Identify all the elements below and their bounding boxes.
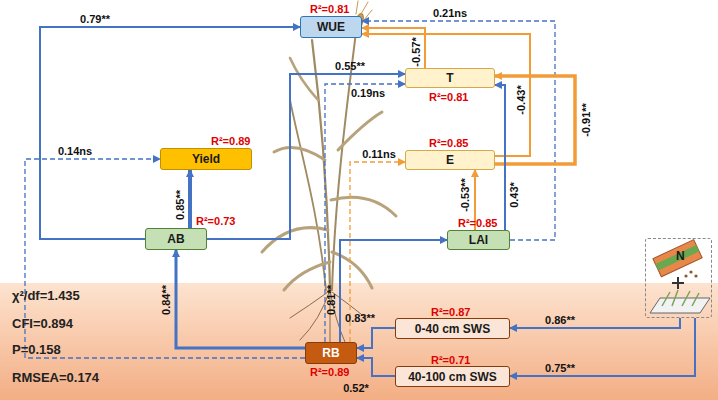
node-label: 40-100 cm SWS [408,370,497,384]
path-coefficient: 0.11ns [362,148,396,160]
node-label: 0-40 cm SWS [415,322,490,336]
plant-leaf [274,148,325,161]
path-coefficient: 0.55** [335,60,365,72]
node-label: N [676,249,685,263]
variable-box: YieldR²=0.89 [160,148,252,170]
path-coefficient: 0.83** [345,312,375,324]
r-squared-label: R²=0.87 [431,306,470,318]
path-arrow [188,170,192,228]
path-arrow [176,250,305,348]
path-arrow [362,34,530,156]
plant-leaf [331,197,396,216]
path-coefficient: 0.21ns [433,7,467,19]
variable-box: WUER²=0.81 [300,16,362,38]
plant-leaf [290,58,318,100]
path-coefficient: -0.53** [459,178,471,212]
fertilizer-grain [689,270,692,273]
path-arrow [495,76,575,164]
fit-statistic: CFI=0.894 [12,316,73,331]
path-arrow [362,28,425,68]
r-squared-label: R²=0.85 [458,217,497,229]
node-label: LAI [469,233,488,247]
path-coefficient: -0.43* [515,85,527,114]
r-squared-label: R²=0.89 [310,366,349,378]
path-arrow [495,85,505,230]
plant-leaf [332,252,372,288]
path-coefficient: 0.19ns [351,87,385,99]
node-label: Yield [192,152,220,166]
path-arrow [510,318,680,328]
variable-box: ER²=0.85 [405,150,495,170]
straw-stalk [662,290,699,306]
node-label: E [446,153,454,167]
fertilizer-grain [684,274,687,277]
path-coefficient: 0.81** [325,285,337,315]
plant-leaf [338,112,382,150]
treatment-box: N [645,238,712,318]
node-label: AB [167,232,184,246]
r-squared-label: R²=0.81 [429,91,468,103]
path-coefficient: 0.85** [174,190,186,220]
variable-box: ABR²=0.73 [145,228,207,250]
fit-statistic: P=0.158 [12,342,61,357]
plant-stem [290,100,326,290]
treatment-illustration [650,240,710,313]
node-label: WUE [317,20,345,34]
path-coefficient: -0.91** [580,103,592,137]
r-squared-label: R²=0.73 [196,215,235,227]
path-coefficient: 0.43* [508,182,520,208]
path-coefficient: -0.57* [410,37,422,66]
plant-leaf [262,228,328,252]
plant-root [290,292,328,318]
path-arrow [357,358,395,376]
variable-box: 0-40 cm SWSR²=0.87 [395,318,510,339]
path-coefficient: 0.86** [545,314,575,326]
path-arrow [40,27,300,239]
path-coefficient: 0.84** [160,285,172,315]
path-arrow [325,84,405,342]
path-coefficient: 0.14ns [58,145,92,157]
path-arrow [357,328,395,348]
plant-leaf [284,262,330,290]
variable-box: 40-100 cm SWSR²=0.71 [395,366,510,387]
path-arrow [510,318,695,376]
fertilizer-bag [653,240,702,277]
path-coefficient: 0.52* [343,382,369,394]
variable-box: TR²=0.81 [405,68,495,88]
straw-mat [650,298,710,313]
fit-statistic: χ²/df=1.435 [12,288,80,303]
path-arrow [362,21,555,240]
r-squared-label: R²=0.85 [429,137,468,149]
fit-statistic: RMSEA=0.174 [12,370,99,385]
r-squared-label: R²=0.89 [211,135,250,147]
r-squared-label: R²=0.71 [431,354,470,366]
r-squared-label: R²=0.81 [310,3,349,15]
bag-body [653,240,702,277]
path-coefficient: 0.79** [80,13,110,25]
plant-illustration [262,1,396,342]
soil-band [0,283,718,400]
fertilizer-grain [694,274,697,277]
bag-stripe [655,245,699,270]
node-label: T [446,71,453,85]
plus-symbol [672,277,684,289]
node-label: RB [322,346,339,360]
variable-box: RBR²=0.89 [305,342,357,364]
variable-box: LAIR²=0.85 [447,230,510,250]
path-coefficient: 0.75** [545,362,575,374]
